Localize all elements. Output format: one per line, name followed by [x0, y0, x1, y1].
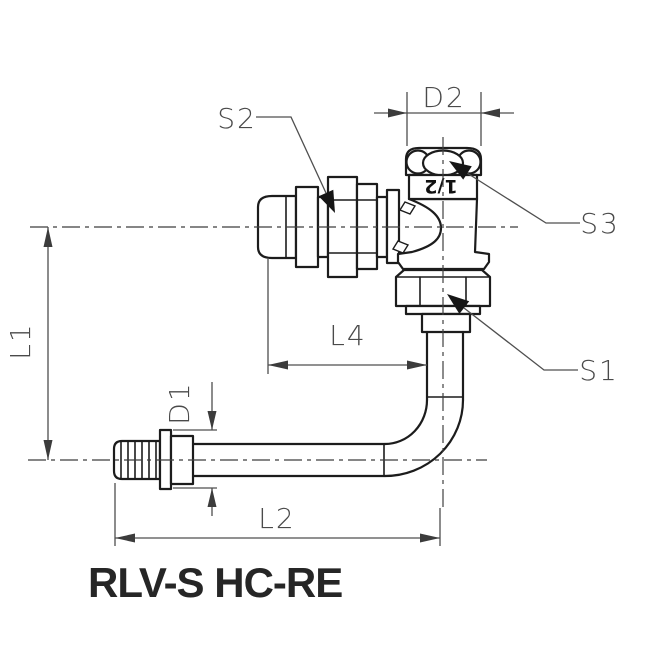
d2-arrow-left: [388, 108, 407, 118]
d1-arrow-bottom: [207, 488, 217, 507]
body-glint-1: [398, 201, 417, 215]
tailpiece: [420, 312, 472, 334]
s1-label: S1: [579, 354, 619, 387]
leader-callouts: S2 S3 S1: [217, 102, 620, 387]
body-glint-2: [391, 240, 410, 254]
l1-label: L1: [4, 322, 37, 359]
l4-label: L4: [329, 319, 366, 352]
s2-leader: [256, 116, 327, 194]
product-title: RLV-S HC-RE: [88, 559, 342, 606]
d2-label: D2: [422, 81, 465, 114]
d1-label: D1: [163, 381, 196, 424]
l2-arrow-left: [115, 533, 135, 543]
l1-arrow-bottom: [43, 440, 53, 460]
l2-arrow-right: [420, 533, 440, 543]
callout-s1: S1: [447, 294, 619, 387]
s3-arrow: [449, 161, 472, 180]
l4-arrow-right: [407, 360, 427, 370]
callout-s3: S3: [449, 161, 620, 240]
dimension-l1: L1: [4, 227, 53, 460]
s3-label: S3: [580, 207, 620, 240]
l1-arrow-top: [43, 227, 53, 247]
l4-arrow-left: [268, 360, 288, 370]
dimensions: D2 L1 L4: [4, 81, 514, 546]
dimension-l2: L2: [114, 483, 441, 546]
s2-arrow: [318, 189, 335, 213]
dimension-l4: L4: [267, 258, 427, 374]
d1-arrow-top: [207, 411, 217, 430]
size-marking-text: 1/2: [424, 175, 457, 197]
valve-geometry: 1/2: [112, 146, 492, 491]
elbow-tube: [191, 330, 465, 478]
s1-arrow: [447, 294, 470, 314]
centerlines: [28, 137, 518, 507]
s3-leader: [466, 172, 580, 224]
elbow-outer-arc: [383, 398, 465, 478]
callout-s2: S2: [217, 102, 335, 213]
d2-arrow-right: [481, 108, 500, 118]
elbow-inner-arc: [383, 398, 429, 446]
l2-label: L2: [258, 502, 295, 535]
s1-leader: [463, 307, 578, 371]
dimension-d1: D1: [163, 381, 217, 516]
dimension-d2: D2: [374, 81, 514, 146]
s2-label: S2: [217, 102, 257, 135]
